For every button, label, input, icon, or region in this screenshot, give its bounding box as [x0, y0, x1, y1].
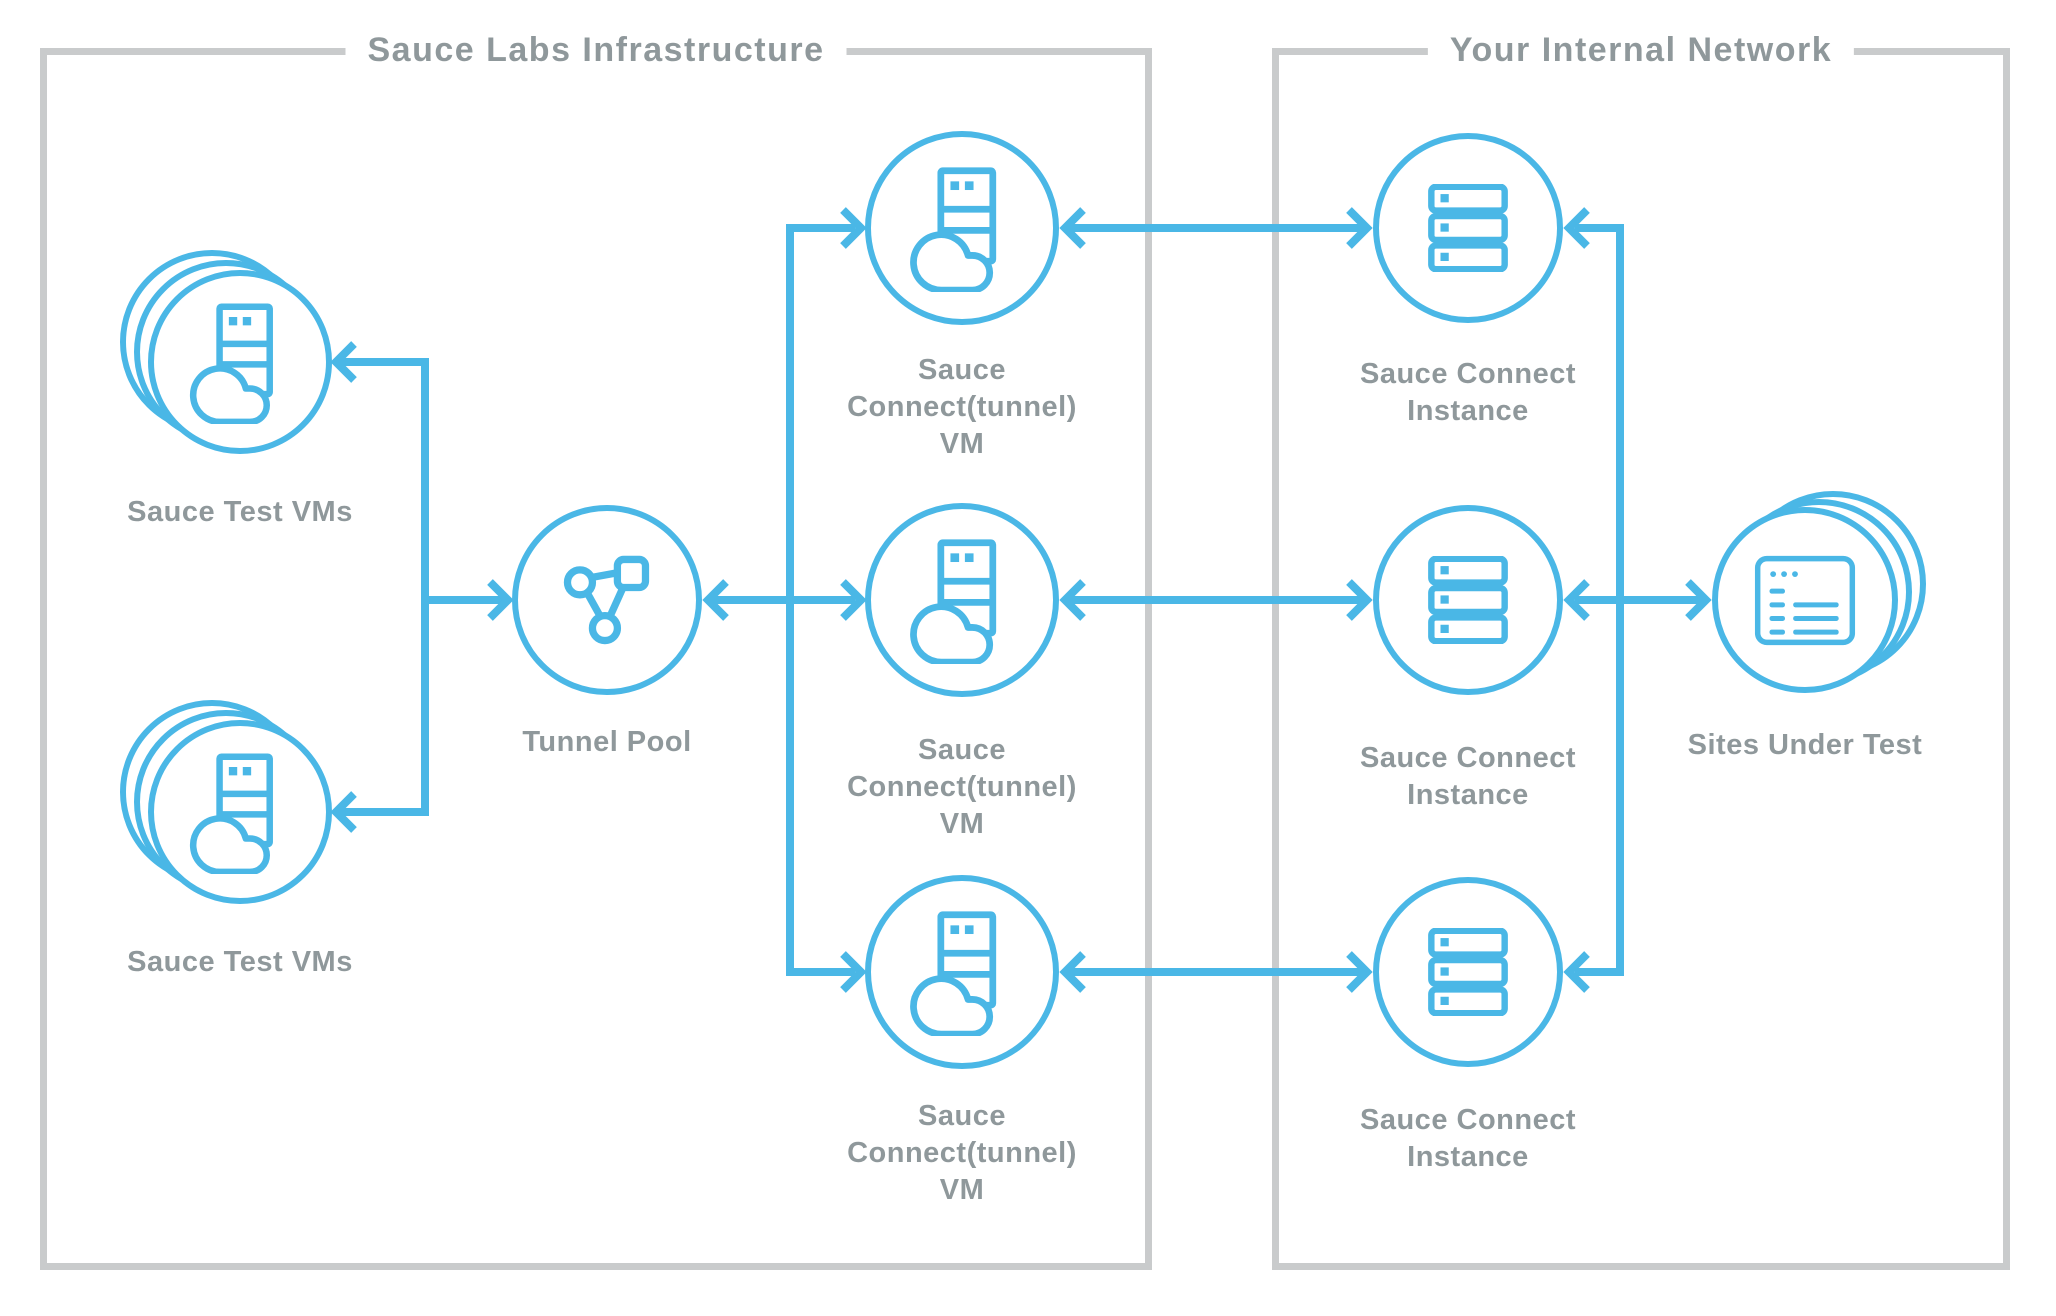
connector-tunnel-to-test-vms — [330, 341, 514, 833]
frame-sauce-labs-infrastructure: Sauce Labs Infrastructure — [40, 28, 1152, 1270]
frame-title-internal-network: Your Internal Network — [1427, 28, 1855, 72]
node-sites-under-test — [1712, 507, 1898, 693]
node-label-sc-tunnel-vm-middle: Sauce Connect(tunnel) VM — [847, 734, 1077, 840]
node-label-sites-under-test: Sites Under Test — [1687, 729, 1923, 761]
node-label-sauce-test-vms-top: Sauce Test VMs — [127, 496, 353, 528]
node-label-tunnel-pool: Tunnel Pool — [522, 726, 692, 758]
node-label-sc-instance-middle: Sauce Connect Instance — [1360, 742, 1576, 811]
browser-window-icon — [1754, 555, 1856, 646]
server-rack-icon — [1422, 184, 1514, 272]
node-sc-instance-top — [1373, 133, 1563, 323]
node-label-sc-instance-top: Sauce Connect Instance — [1360, 358, 1576, 427]
cloud-server-icon — [188, 751, 292, 874]
node-sc-instance-middle — [1373, 505, 1563, 695]
connector-sc-vms-to-instances — [1059, 207, 1373, 993]
frame-your-internal-network: Your Internal Network — [1272, 28, 2010, 1270]
cloud-server-icon — [908, 909, 1016, 1036]
node-sc-tunnel-vm-top — [865, 131, 1059, 325]
cloud-server-icon — [908, 165, 1016, 292]
node-label-sauce-test-vms-bottom: Sauce Test VMs — [127, 946, 353, 978]
frame-title-sauce-labs: Sauce Labs Infrastructure — [345, 28, 847, 72]
connector-instances-to-sites — [1563, 207, 1712, 993]
node-label-sc-tunnel-vm-top: Sauce Connect(tunnel) VM — [847, 354, 1077, 460]
node-sauce-test-vms-bottom — [148, 720, 332, 904]
cloud-server-icon — [188, 301, 292, 424]
cloud-server-icon — [908, 537, 1016, 664]
network-nodes-icon — [555, 548, 659, 652]
node-label-sc-tunnel-vm-bottom: Sauce Connect(tunnel) VM — [847, 1100, 1077, 1206]
server-rack-icon — [1422, 928, 1514, 1016]
node-sc-instance-bottom — [1373, 877, 1563, 1067]
node-tunnel-pool — [512, 505, 702, 695]
node-sc-tunnel-vm-middle — [865, 503, 1059, 697]
node-sc-tunnel-vm-bottom — [865, 875, 1059, 1069]
connector-tunnel-to-sc-vms — [702, 207, 867, 993]
server-rack-icon — [1422, 556, 1514, 644]
node-label-sc-instance-bottom: Sauce Connect Instance — [1360, 1104, 1576, 1173]
node-sauce-test-vms-top — [148, 270, 332, 454]
